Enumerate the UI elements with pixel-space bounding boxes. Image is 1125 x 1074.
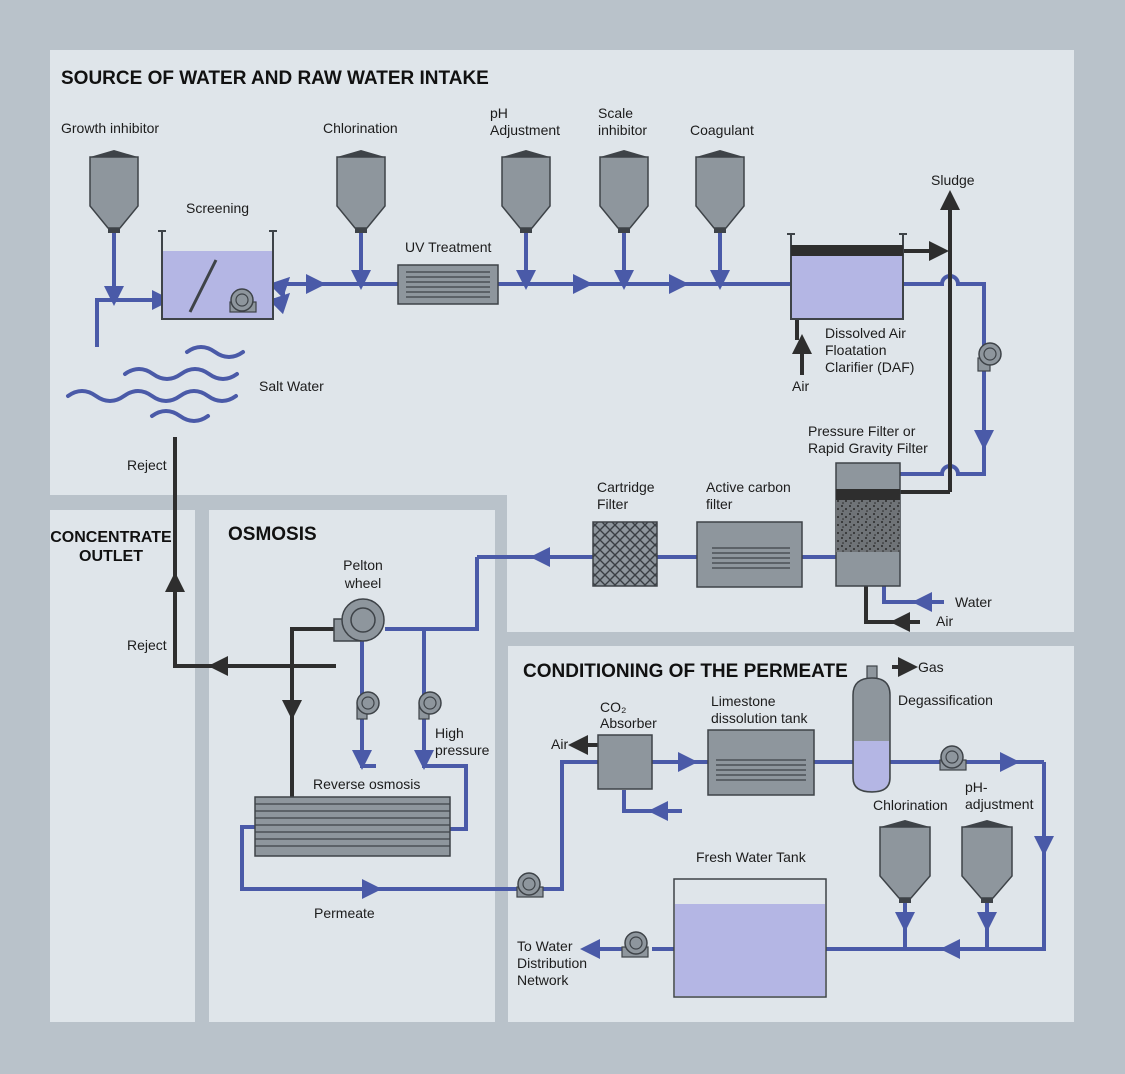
label-co2-absorber: CO₂	[600, 699, 626, 715]
label-high-pressure-2: pressure	[435, 742, 490, 758]
hopper-growth-inhibitor	[89, 150, 139, 233]
label-ph-adjustment: pH	[490, 105, 508, 121]
label-reverse-osmosis: Reverse osmosis	[313, 776, 420, 792]
section-title-conditioning: CONDITIONING OF THE PERMEATE	[523, 661, 848, 682]
label-growth-inhibitor: Growth inhibitor	[61, 120, 159, 136]
label-reject-top: Reject	[127, 457, 167, 473]
label-pressure-filter-2: Rapid Gravity Filter	[808, 440, 928, 456]
label-gas: Gas	[918, 659, 944, 675]
label-high-pressure: High	[435, 725, 464, 741]
hopper-coagulant	[695, 150, 745, 233]
label-distribution-3: Network	[517, 972, 569, 988]
label-air-backwash: Air	[936, 613, 953, 629]
label-screening: Screening	[186, 200, 249, 216]
hopper-ph-adjustment-conditioning	[961, 820, 1013, 903]
uv-treatment-unit	[397, 264, 499, 305]
label-chlorination-conditioning: Chlorination	[873, 797, 948, 813]
salt-water-waves-icon	[66, 345, 245, 423]
hopper-scale-inhibitor	[599, 150, 649, 233]
label-scale-inhibitor: Scale	[598, 105, 633, 121]
label-limestone-2: dissolution tank	[711, 710, 809, 726]
label-sludge: Sludge	[931, 172, 975, 188]
label-co2-absorber-2: Absorber	[600, 715, 657, 731]
label-daf-2: Floatation	[825, 342, 886, 358]
degassification-tower	[852, 665, 891, 793]
water-pipes	[95, 232, 1054, 959]
label-air-co2: Air	[551, 736, 568, 752]
reverse-osmosis-module	[254, 796, 451, 857]
label-cartridge-filter-2: Filter	[597, 496, 628, 512]
hopper-ph-adjustment	[501, 150, 551, 233]
label-pelton-wheel: Pelton	[343, 557, 383, 573]
section-title-osmosis: OSMOSIS	[228, 524, 317, 545]
limestone-dissolution-tank	[707, 729, 815, 796]
label-ph-adjustment-2: Adjustment	[490, 122, 560, 138]
label-daf: Dissolved Air	[825, 325, 906, 341]
label-distribution-2: Distribution	[517, 955, 587, 971]
co2-absorber	[597, 734, 653, 790]
label-ph-adjustment-conditioning-2: adjustment	[965, 796, 1034, 812]
hopper-chlorination-conditioning	[879, 820, 931, 903]
label-degassification: Degassification	[898, 692, 993, 708]
label-uv-treatment: UV Treatment	[405, 239, 491, 255]
label-fresh-water-tank: Fresh Water Tank	[696, 849, 807, 865]
label-cartridge-filter: Cartridge	[597, 479, 655, 495]
label-limestone: Limestone	[711, 693, 776, 709]
label-ph-adjustment-conditioning: pH-	[965, 779, 988, 795]
pump-icon	[977, 342, 1002, 372]
fresh-water-tank	[673, 878, 827, 998]
pump-icon	[621, 931, 649, 958]
section-title-intake: SOURCE OF WATER AND RAW WATER INTAKE	[61, 68, 489, 89]
pump-icon	[516, 872, 544, 898]
label-daf-3: Clarifier (DAF)	[825, 359, 914, 375]
active-carbon-filter	[696, 521, 803, 588]
label-air-daf: Air	[792, 378, 809, 394]
label-scale-inhibitor-2: inhibitor	[598, 122, 647, 138]
section-title-concentrate: CONCENTRATE	[50, 529, 172, 546]
label-salt-water: Salt Water	[259, 378, 324, 394]
cartridge-filter	[592, 521, 658, 587]
label-reject-bottom: Reject	[127, 637, 167, 653]
reject-pipes	[165, 190, 960, 797]
high-pressure-pump-icon	[418, 691, 442, 720]
label-distribution: To Water	[517, 938, 573, 954]
daf-tank	[787, 233, 907, 320]
section-title-concentrate-2: OUTLET	[79, 548, 143, 565]
label-active-carbon-2: filter	[706, 496, 733, 512]
label-chlorination-intake: Chlorination	[323, 120, 398, 136]
label-active-carbon: Active carbon	[706, 479, 791, 495]
pressure-filter	[835, 462, 901, 587]
label-water-backwash: Water	[955, 594, 992, 610]
pump-icon	[229, 288, 257, 313]
pump-icon	[939, 745, 967, 771]
label-pressure-filter: Pressure Filter or	[808, 423, 916, 439]
label-permeate: Permeate	[314, 905, 375, 921]
label-coagulant: Coagulant	[690, 122, 754, 138]
pelton-wheel	[333, 598, 385, 642]
label-pelton-wheel-2: wheel	[344, 575, 382, 591]
pump-icon	[356, 691, 380, 720]
hopper-chlorination-intake	[336, 150, 386, 233]
panel-concentrate	[50, 510, 195, 1022]
